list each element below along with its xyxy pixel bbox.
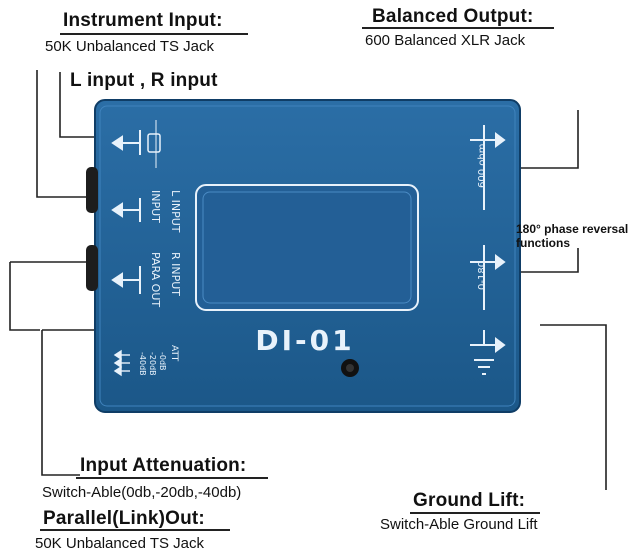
phase-text: 0-180 <box>477 261 488 290</box>
ground-lift-title: Ground Lift: <box>413 490 526 511</box>
input-text: INPUT <box>149 190 162 223</box>
balanced-output-sub: 600 Balanced XLR Jack <box>365 32 526 49</box>
phase-line-1: 180° phase reversal <box>516 222 629 236</box>
phase-reversal-label: 180° phase reversal functions <box>516 222 628 250</box>
instrument-input-underline <box>60 33 248 35</box>
input-jacks <box>86 167 98 291</box>
att-40db: -40dB <box>138 352 147 376</box>
input-attenuation-underline <box>76 477 268 479</box>
instrument-input-sub: 50K Unbalanced TS Jack <box>45 38 214 55</box>
balanced-output-title: Balanced Output: <box>372 6 534 27</box>
input-attenuation-sub: Switch-Able(0db,-20db,-40db) <box>42 484 242 501</box>
right-panel-arrows <box>470 125 506 375</box>
ground-lift-underline <box>410 512 540 514</box>
display-window <box>195 184 419 311</box>
parallel-out-sub: 50K Unbalanced TS Jack <box>35 535 204 552</box>
input-attenuation-title: Input Attenuation: <box>80 455 247 476</box>
parallel-out-underline <box>40 529 230 531</box>
model-name: DI-01 <box>255 324 354 357</box>
l-input-text: L INPUT <box>169 190 182 233</box>
att-0db: -0dB <box>158 352 167 371</box>
lr-input-title: L input , R input <box>70 70 218 91</box>
instrument-input-title: Instrument Input: <box>63 10 223 31</box>
r-input-text: R INPUT <box>169 252 182 296</box>
para-out-text: PARA OUT <box>149 252 162 307</box>
callout-lines <box>9 70 607 490</box>
att-20db: -20dB <box>148 352 157 376</box>
ohm-text: 600 ohm <box>477 144 488 188</box>
left-panel-arrows <box>111 130 141 294</box>
ground-lift-sub: Switch-Able Ground Lift <box>380 516 538 533</box>
balanced-output-underline <box>362 27 554 29</box>
parallel-out-title: Parallel(Link)Out: <box>43 508 205 529</box>
att-text: ATT <box>169 345 179 362</box>
phase-line-2: functions <box>516 236 570 250</box>
